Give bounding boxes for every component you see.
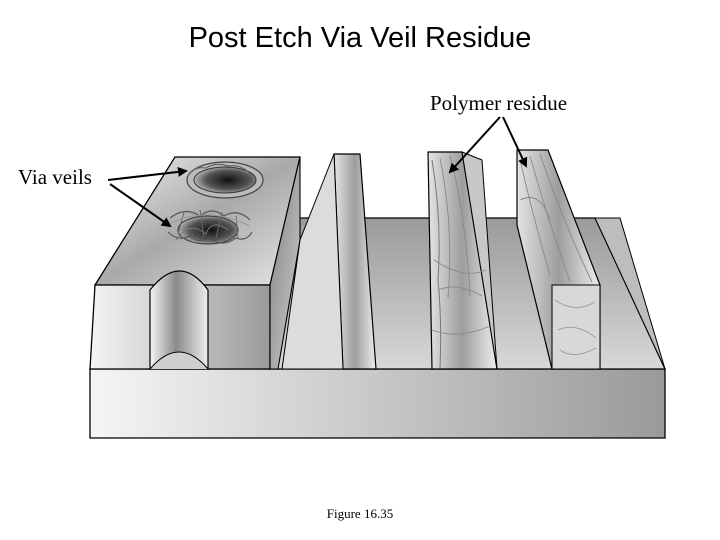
arrow-via-top: [107, 166, 188, 181]
via-hole-veiled: [164, 209, 253, 245]
polymer-residue-label: Polymer residue: [430, 91, 568, 115]
arrow-polymer-left: [448, 116, 501, 174]
arrow-via-veil: [109, 183, 172, 228]
page-title: Post Etch Via Veil Residue: [188, 22, 532, 54]
via-veils-label: Via veils: [18, 165, 92, 189]
annotation-arrows: [107, 116, 528, 228]
ridge-polymer-right: [516, 149, 601, 370]
ridge-polymer-left: [427, 151, 498, 370]
via-hole-top: [186, 161, 264, 199]
via-cut: [149, 270, 209, 370]
figure-caption: Figure 16.35: [326, 506, 394, 521]
arrow-polymer-right: [502, 116, 528, 168]
ridge-clean: [281, 153, 377, 370]
